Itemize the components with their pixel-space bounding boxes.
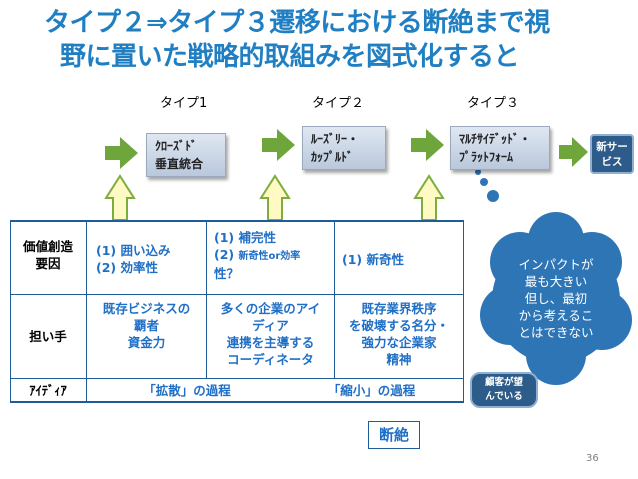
actor-col1: 既存ビジネスの 覇者 資金力 xyxy=(102,301,191,350)
idea-spread: 「拡散」の過程 xyxy=(143,383,231,398)
value-col1-line-2: (2) 効率性 xyxy=(96,260,158,275)
actor-col2: 多くの企業のアイ ディア 連携を主導する コーディネータ xyxy=(220,301,321,367)
type-1-label: タイプ1 xyxy=(160,96,208,111)
up-arrow-1 xyxy=(104,174,136,221)
closed-vertical-box: ｸﾛｰｽﾞﾄﾞ 垂直統合 xyxy=(146,133,226,177)
green-arrow-3 xyxy=(411,129,444,161)
table-col-divider-3 xyxy=(334,220,335,378)
table-border-top xyxy=(10,220,464,222)
table-row-divider-1 xyxy=(10,294,464,295)
cloud-text: インパクトが 最も大きい 但し、最初 から考えるこ とはできない xyxy=(518,257,594,340)
row-header-idea: ｱｲﾃﾞｨｱ xyxy=(29,383,67,398)
value-col2-line-3: 性？ xyxy=(214,266,240,281)
value-col2-line-1: (1) 補完性 xyxy=(214,230,276,245)
title-line-1: タイプ２⇒タイプ３遷移における断絶まで視 xyxy=(44,8,550,38)
multi-sided-platform-box: ﾏﾙﾁｻｲﾃﾞｯﾄﾞ・ ﾌﾟﾗｯﾄﾌｫｰﾑ xyxy=(450,126,550,170)
actor-col3: 既存業界秩序 を破壊する名分・ 強力な企業家 精神 xyxy=(348,301,449,367)
closed-box-line-1: ｸﾛｰｽﾞﾄﾞ xyxy=(155,139,198,153)
row-header-value-creation: 価値創造 要因 xyxy=(22,239,73,271)
idea-shrink: 「縮小」の過程 xyxy=(327,383,416,398)
up-arrow-3 xyxy=(413,174,445,221)
green-arrow-4 xyxy=(559,137,588,167)
closed-box-line-2: 垂直統合 xyxy=(155,157,204,171)
table-border-left xyxy=(10,220,11,402)
multi-box-line-2: ﾌﾟﾗｯﾄﾌｫｰﾑ xyxy=(459,150,514,164)
type-3-label: タイプ３ xyxy=(467,96,520,111)
value-col1: (1) 囲い込み (2) 効率性 xyxy=(96,242,206,276)
green-arrow-2 xyxy=(262,129,295,161)
green-arrow-1 xyxy=(105,137,138,169)
multi-box-line-1: ﾏﾙﾁｻｲﾃﾞｯﾄﾞ・ xyxy=(459,132,532,146)
table-row-divider-2 xyxy=(10,378,464,379)
disconnection-box: 断絶 xyxy=(368,421,420,449)
cloud-callout xyxy=(475,169,632,385)
type-2-label: タイプ２ xyxy=(312,96,365,111)
title-line-2: 野に置いた戦略的取組みを図式化すると xyxy=(60,42,520,72)
value-col3: (1) 新奇性 xyxy=(342,252,404,267)
table-border-right xyxy=(463,220,464,402)
loosely-coupled-box: ﾙｰｽﾞﾘｰ・ ｶｯﾌﾟﾙﾄﾞ xyxy=(302,126,386,170)
table-col-divider-2 xyxy=(206,220,207,378)
customer-wants-badge: 顧客が望 んでいる xyxy=(470,372,538,408)
loose-box-line-2: ｶｯﾌﾟﾙﾄﾞ xyxy=(311,150,354,164)
row-header-actor: 担い手 xyxy=(29,329,67,344)
value-col2-small: 新奇性or効率 xyxy=(238,251,301,262)
loose-box-line-1: ﾙｰｽﾞﾘｰ・ xyxy=(311,132,360,146)
value-col1-line-1: (1) 囲い込み xyxy=(96,243,171,258)
value-col2: (1) 補完性 (2) 新奇性or効率 性？ xyxy=(214,229,332,282)
value-col2-line-2: (2) 新奇性or効率 xyxy=(214,246,332,265)
new-service-badge: 新サー ビス xyxy=(590,134,634,174)
table-border-bottom xyxy=(10,401,464,403)
up-arrow-2 xyxy=(259,174,291,221)
value-col2-prefix: (2) xyxy=(214,247,239,262)
page-number: 36 xyxy=(586,453,599,464)
table-col-divider-1 xyxy=(86,220,87,402)
